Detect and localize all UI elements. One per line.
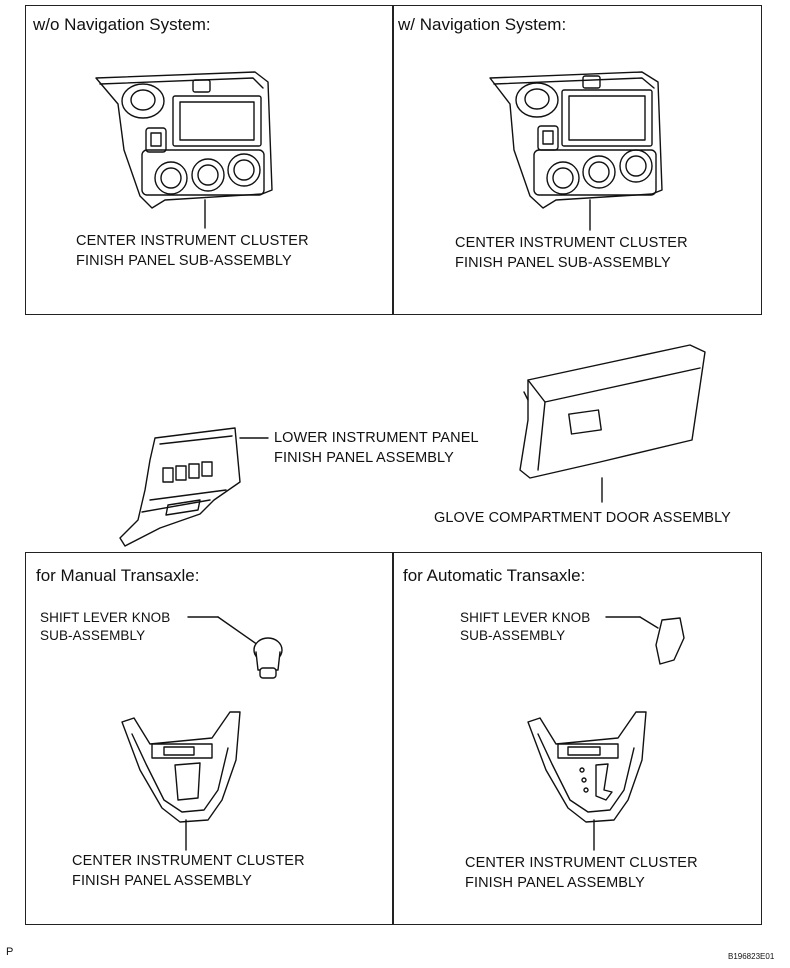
- label-line: FINISH PANEL ASSEMBLY: [465, 875, 645, 891]
- label-automatic-shift-knob: SHIFT LEVER KNOB SUB-ASSEMBLY: [460, 609, 590, 645]
- label-lower-instrument-panel: LOWER INSTRUMENT PANEL FINISH PANEL ASSE…: [274, 428, 479, 468]
- label-manual-console-panel: CENTER INSTRUMENT CLUSTER FINISH PANEL A…: [72, 851, 305, 891]
- label-line: GLOVE COMPARTMENT DOOR ASSEMBLY: [434, 510, 731, 526]
- label-center-cluster-without-nav: CENTER INSTRUMENT CLUSTER FINISH PANEL S…: [76, 231, 309, 271]
- heading-with-nav: w/ Navigation System:: [398, 15, 567, 34]
- label-glove-compartment-door: GLOVE COMPARTMENT DOOR ASSEMBLY: [434, 508, 731, 528]
- panel-without-nav-box: [25, 5, 394, 315]
- label-line: FINISH PANEL SUB-ASSEMBLY: [76, 253, 292, 269]
- label-line: CENTER INSTRUMENT CLUSTER: [465, 855, 698, 871]
- manual-console-finish-panel: [121, 711, 241, 851]
- panel-with-nav-box: [392, 5, 762, 315]
- label-line: FINISH PANEL SUB-ASSEMBLY: [455, 255, 671, 271]
- label-automatic-console-panel: CENTER INSTRUMENT CLUSTER FINISH PANEL A…: [465, 853, 698, 893]
- heading-manual-transaxle: for Manual Transaxle:: [36, 566, 200, 585]
- label-line: SUB-ASSEMBLY: [460, 628, 566, 643]
- label-line: FINISH PANEL ASSEMBLY: [72, 873, 252, 889]
- panel-manual-transaxle-box: [25, 552, 394, 925]
- footer-page-mark: P: [6, 946, 14, 958]
- label-line: CENTER INSTRUMENT CLUSTER: [455, 235, 688, 251]
- manual-shift-knob: [187, 616, 283, 679]
- label-manual-shift-knob: SHIFT LEVER KNOB SUB-ASSEMBLY: [40, 609, 170, 645]
- label-center-cluster-with-nav: CENTER INSTRUMENT CLUSTER FINISH PANEL S…: [455, 233, 688, 273]
- glove-compartment-door: [519, 344, 706, 503]
- automatic-console-finish-panel: [527, 711, 647, 851]
- label-line: FINISH PANEL ASSEMBLY: [274, 450, 454, 466]
- lower-instrument-panel-finish: [119, 427, 269, 547]
- label-line: SHIFT LEVER KNOB: [40, 610, 171, 625]
- panel-automatic-transaxle-box: [392, 552, 762, 925]
- center-cluster-panel-with-nav: [489, 71, 663, 231]
- label-line: SUB-ASSEMBLY: [40, 628, 146, 643]
- label-line: CENTER INSTRUMENT CLUSTER: [76, 233, 309, 249]
- heading-without-nav: w/o Navigation System:: [33, 15, 211, 34]
- center-cluster-panel-without-nav: [95, 71, 273, 229]
- footer-figure-code: B196823E01: [728, 952, 775, 961]
- heading-automatic-transaxle: for Automatic Transaxle:: [403, 566, 586, 585]
- label-line: CENTER INSTRUMENT CLUSTER: [72, 853, 305, 869]
- label-line: SHIFT LEVER KNOB: [460, 610, 591, 625]
- automatic-shift-knob: [605, 616, 685, 665]
- label-line: LOWER INSTRUMENT PANEL: [274, 430, 479, 446]
